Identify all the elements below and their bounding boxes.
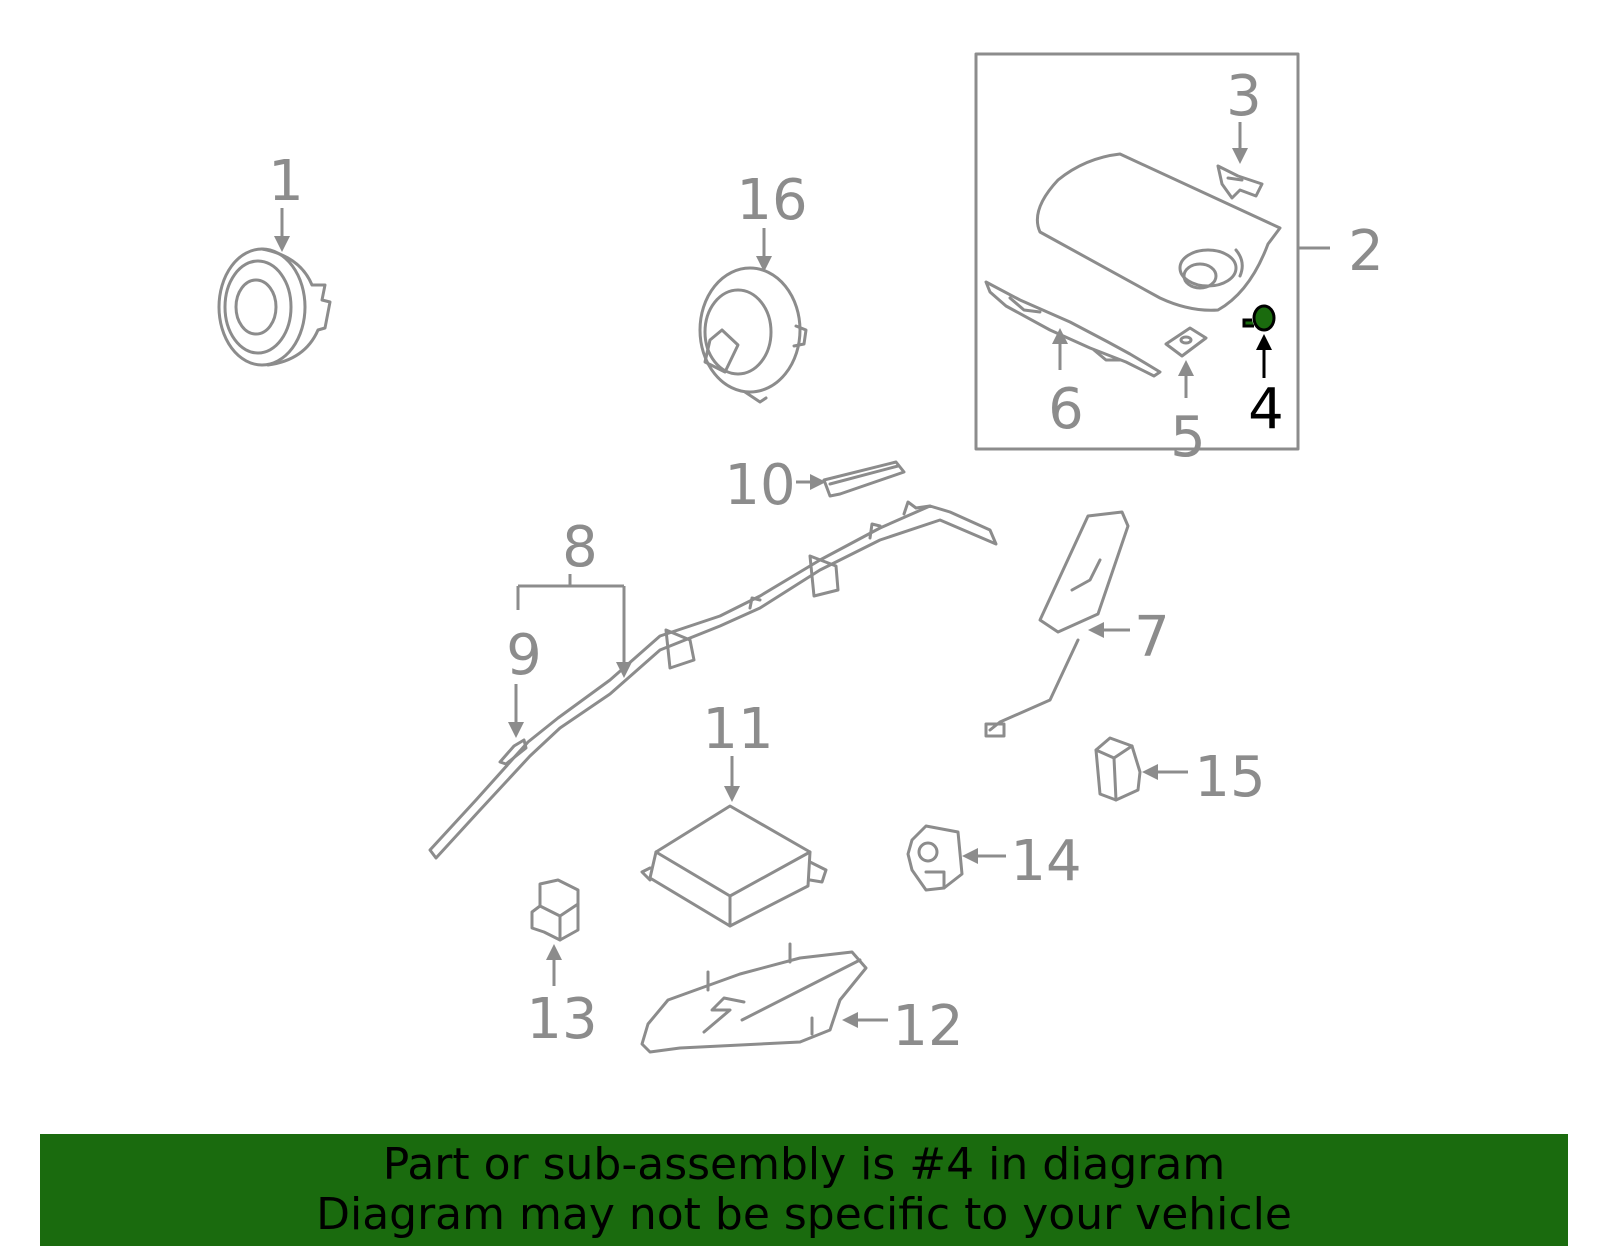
- callout-14-label: 14: [1010, 829, 1081, 894]
- part-4-nut[interactable]: [1242, 304, 1276, 332]
- part-5-bracket[interactable]: [1164, 326, 1208, 358]
- callout-15: 15: [1142, 745, 1266, 810]
- callout-7-label: 7: [1134, 605, 1170, 670]
- callout-5: 5: [1170, 360, 1206, 470]
- part-16-clock-spring[interactable]: [698, 266, 808, 404]
- callout-12: 12: [842, 994, 964, 1059]
- part-3-clip[interactable]: [1216, 164, 1264, 200]
- part-2-passenger-airbag[interactable]: [1035, 152, 1282, 312]
- part-13-sensor[interactable]: [530, 878, 580, 942]
- callout-7: 7: [1088, 605, 1170, 670]
- callout-12-label: 12: [892, 994, 963, 1059]
- callout-6-label: 6: [1048, 377, 1084, 442]
- callout-3-label: 3: [1226, 64, 1262, 129]
- callout-10: 10: [724, 453, 826, 518]
- part-12-bracket[interactable]: [640, 942, 868, 1054]
- callout-6: 6: [1048, 328, 1084, 442]
- callout-8: 8: [516, 515, 632, 678]
- part-7-sensor[interactable]: [984, 510, 1130, 738]
- part-11-control-module[interactable]: [640, 804, 828, 928]
- callout-1-label: 1: [268, 149, 304, 214]
- part-9-clip[interactable]: [498, 738, 528, 766]
- callout-16: 16: [736, 168, 808, 272]
- callout-13: 13: [526, 944, 598, 1052]
- callout-11: 11: [702, 697, 774, 802]
- part-1-driver-airbag[interactable]: [217, 247, 332, 367]
- part-15-sensor[interactable]: [1094, 736, 1142, 802]
- part-10-bracket[interactable]: [822, 460, 906, 498]
- callout-9: 9: [506, 623, 542, 738]
- callout-16-label: 16: [736, 168, 807, 233]
- callout-15-label: 15: [1194, 745, 1265, 810]
- part-6-reinforcement[interactable]: [984, 280, 1162, 378]
- part-14-sensor[interactable]: [906, 824, 964, 892]
- passenger-airbag-inset-box: [974, 52, 1300, 451]
- callout-2: 2: [1298, 219, 1384, 284]
- callout-8-label: 8: [562, 515, 598, 580]
- callout-11-label: 11: [702, 697, 773, 762]
- callout-4: 4: [1248, 334, 1284, 442]
- callout-14: 14: [962, 829, 1082, 894]
- callout-13-label: 13: [526, 987, 597, 1052]
- callout-10-label: 10: [724, 453, 795, 518]
- callout-9-label: 9: [506, 623, 542, 688]
- callout-4-label: 4: [1248, 377, 1284, 442]
- part-8-curtain-airbag[interactable]: [428, 500, 998, 860]
- callout-3: 3: [1226, 64, 1262, 164]
- callout-5-label: 5: [1170, 405, 1206, 470]
- callout-1: 1: [268, 149, 304, 252]
- banner-line-2: Diagram may not be specific to your vehi…: [316, 1189, 1292, 1240]
- callout-2-label: 2: [1348, 219, 1384, 284]
- info-banner: Part or sub-assembly is #4 in diagram Di…: [40, 1134, 1568, 1246]
- banner-line-1: Part or sub-assembly is #4 in diagram: [382, 1139, 1226, 1190]
